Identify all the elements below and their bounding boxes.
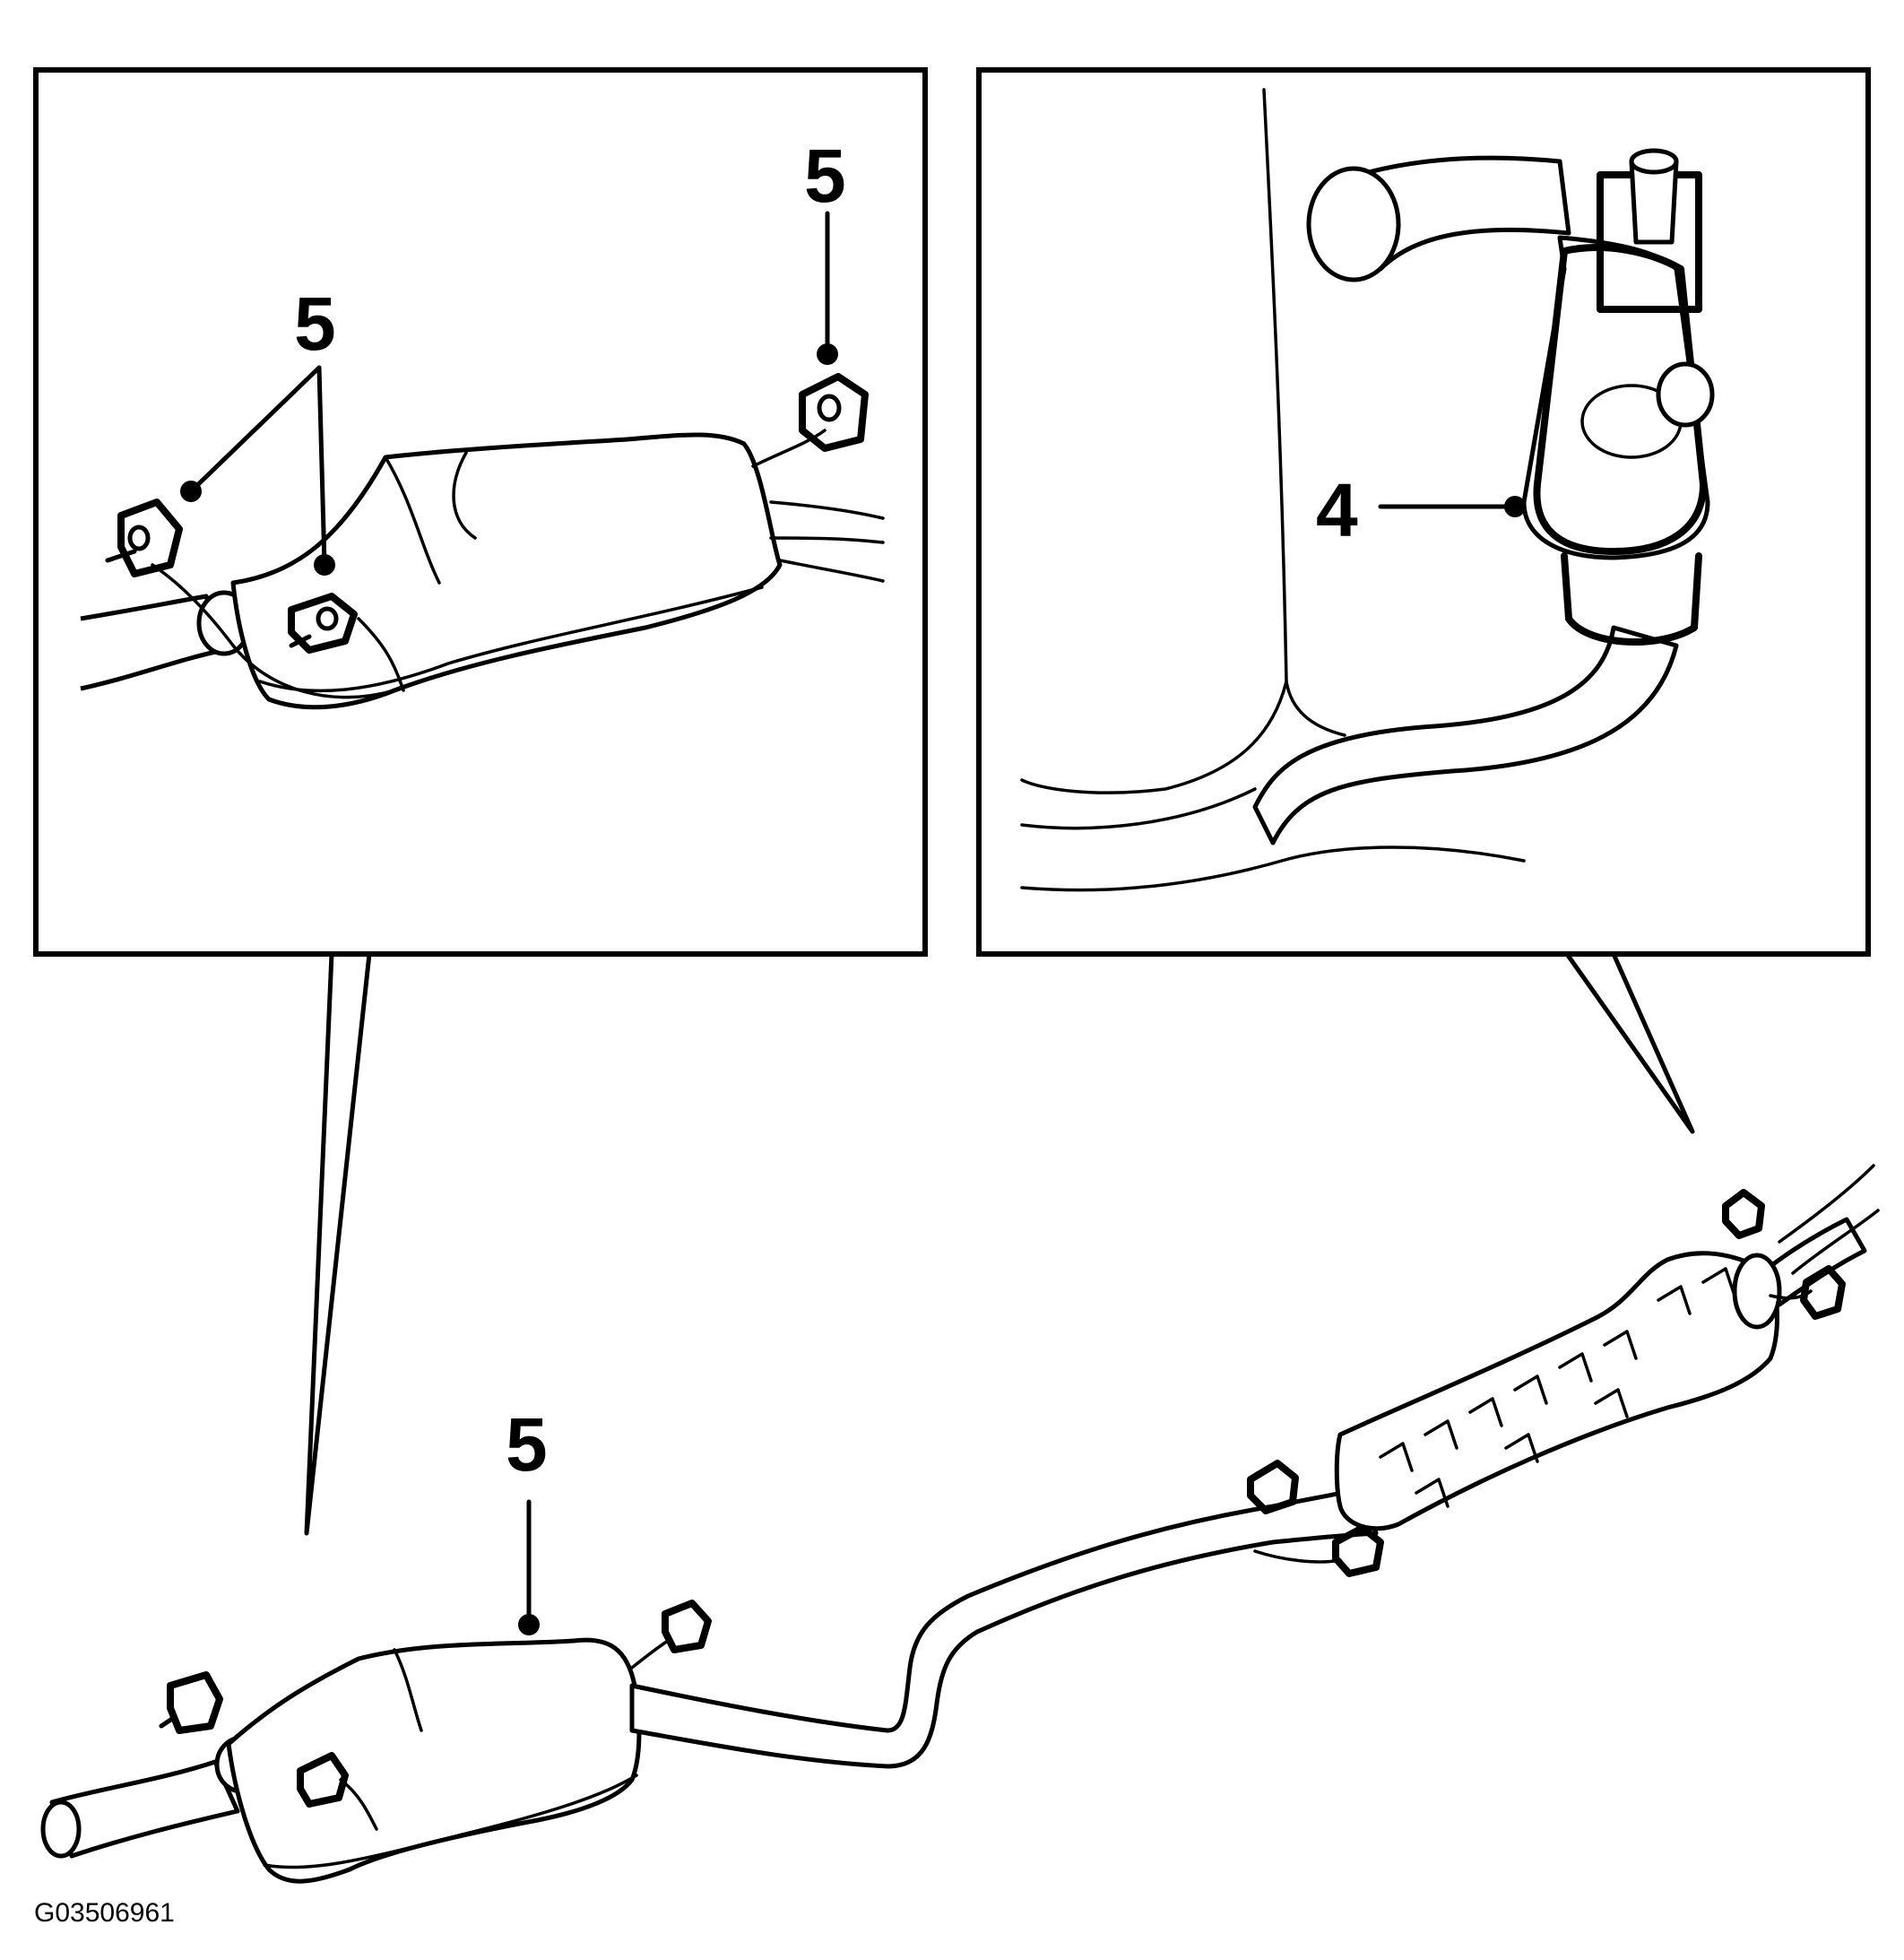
- tail-pipe-main: [49, 1759, 240, 1859]
- leader-dot-main-muffler: [518, 1614, 540, 1635]
- tail-pipe-opening-main: [40, 1800, 82, 1859]
- rear-muffler-crease-main: [393, 1648, 423, 1732]
- callout-5-top-left: 5: [294, 282, 336, 366]
- rear-mount-right-main: [630, 1600, 712, 1669]
- pipe-flange-right: [1306, 166, 1401, 282]
- front-pipe-lower-main: [1791, 1209, 1880, 1275]
- detail-panel-rear-muffler: 5 5: [33, 67, 928, 1536]
- intermediate-pipe-main: [629, 1486, 1379, 1769]
- rear-muffler-seam-main: [263, 1774, 638, 1869]
- rear-muffler-detail: [230, 432, 783, 710]
- converter-mount-lower-right-main: [1253, 1524, 1384, 1577]
- converter-ribs-main: [1379, 1267, 1736, 1508]
- hanger-rod-detail: [357, 617, 405, 692]
- pointer-left-panel: [304, 951, 372, 1536]
- converter-outlet: [1561, 552, 1702, 646]
- chassis-line-left-2: [778, 559, 885, 583]
- muffler-seam-detail: [258, 585, 764, 693]
- leader-dot-top-left-a: [180, 481, 202, 502]
- catalytic-converter-main: [1334, 1251, 1779, 1531]
- leader-dot-top-left-b: [314, 554, 335, 576]
- rubber-mount-left-detail: [105, 499, 183, 577]
- leader-top-left-b: [316, 365, 327, 568]
- chassis-curve-right-2: [1020, 787, 1257, 830]
- exhaust-pipe-right-detail: [1252, 625, 1679, 846]
- callout-5-main-muffler: 5: [506, 1402, 548, 1487]
- chassis-curve-right-3: [1020, 846, 1526, 892]
- mount-stud-top: [1629, 148, 1679, 175]
- figure-id: G03506961: [34, 1898, 175, 1928]
- converter-shell: [1533, 244, 1707, 555]
- callout-4-catalyst: 4: [1316, 468, 1358, 552]
- rubber-mount-mid-detail: [288, 593, 358, 654]
- callout-5-top-right: 5: [804, 134, 846, 218]
- leader-dot-top-right: [817, 343, 838, 365]
- rear-muffler-main: [226, 1637, 642, 1884]
- converter-stud-lower: [1656, 361, 1715, 428]
- rear-mount-left-main: [159, 1671, 223, 1734]
- hanger-bracket-detail: [151, 563, 396, 699]
- rear-mount-mid-main: [297, 1752, 378, 1831]
- exhaust-system-main: 5: [40, 1164, 1880, 1884]
- front-flange-main: [1732, 1253, 1782, 1330]
- muffler-seam-detail-2: [384, 455, 441, 585]
- rubber-mount-right-detail: [799, 373, 869, 452]
- chassis-member-right: [1262, 88, 1346, 737]
- converter-mount-lower-left-main: [1247, 1460, 1299, 1514]
- chassis-curve-right: [1020, 680, 1288, 794]
- leader-dot-catalyst: [1504, 496, 1526, 517]
- pointer-right-panel: [1564, 951, 1695, 1134]
- hanger-rod-right-detail: [751, 429, 827, 468]
- chassis-line-left-1: [769, 500, 885, 520]
- converter-mount-upper-main: [1722, 1189, 1765, 1239]
- front-pipe-upper-main: [1778, 1164, 1875, 1244]
- converter-mount-right-main: [1769, 1265, 1846, 1320]
- leader-top-left-a: [188, 365, 322, 494]
- muffler-crease-detail: [452, 451, 477, 540]
- detail-panel-catalyst: 4: [976, 67, 1871, 1134]
- inlet-pipe-detail: [769, 536, 885, 544]
